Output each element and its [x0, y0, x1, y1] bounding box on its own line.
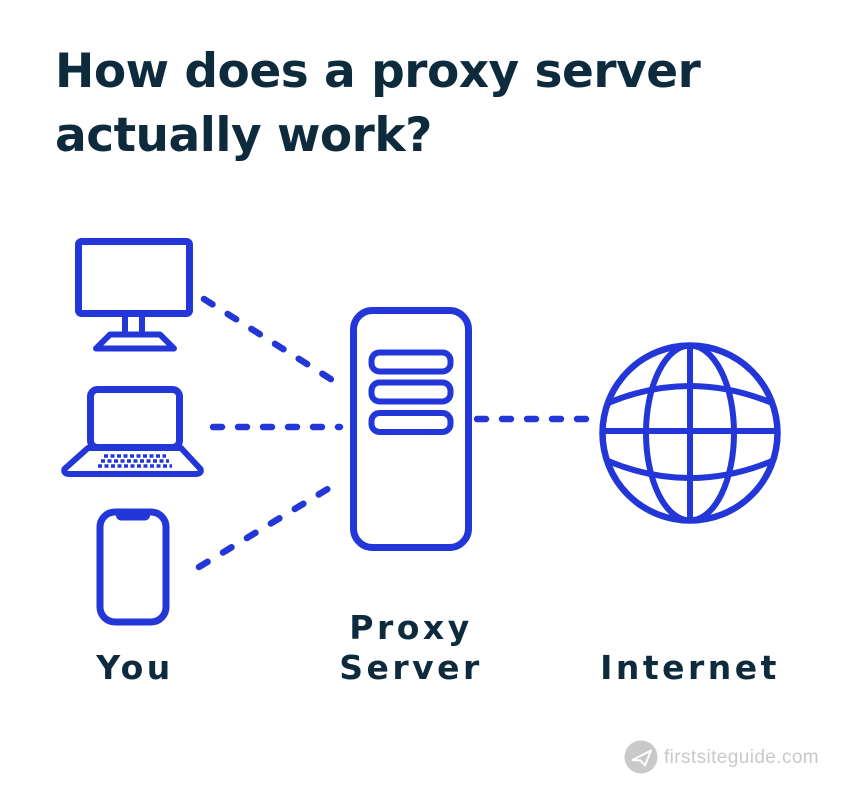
globe-icon [599, 342, 781, 524]
watermark: firstsiteguide.com [622, 738, 822, 778]
smartphone-icon [96, 508, 170, 626]
proxy-server-label-line2: Server [339, 648, 483, 687]
page-title-line1: How does a proxy server [55, 44, 701, 99]
connection-monitor-to-proxy [200, 295, 341, 387]
you-label: You [96, 648, 174, 687]
proxy-server-label: Proxy Server [301, 608, 521, 688]
internet-label: Internet [600, 648, 780, 687]
desktop-monitor-icon [75, 238, 193, 352]
paper-plane-icon [624, 740, 658, 774]
watermark-text: firstsiteguide.com [664, 747, 820, 768]
page-title: How does a proxy server actually work? [55, 40, 755, 168]
server-tower-icon [350, 307, 472, 551]
connection-phone-to-proxy [195, 480, 340, 571]
page-title-line2: actually work? [55, 108, 432, 163]
proxy-server-label-line1: Proxy [349, 608, 473, 647]
laptop-icon [61, 386, 204, 477]
